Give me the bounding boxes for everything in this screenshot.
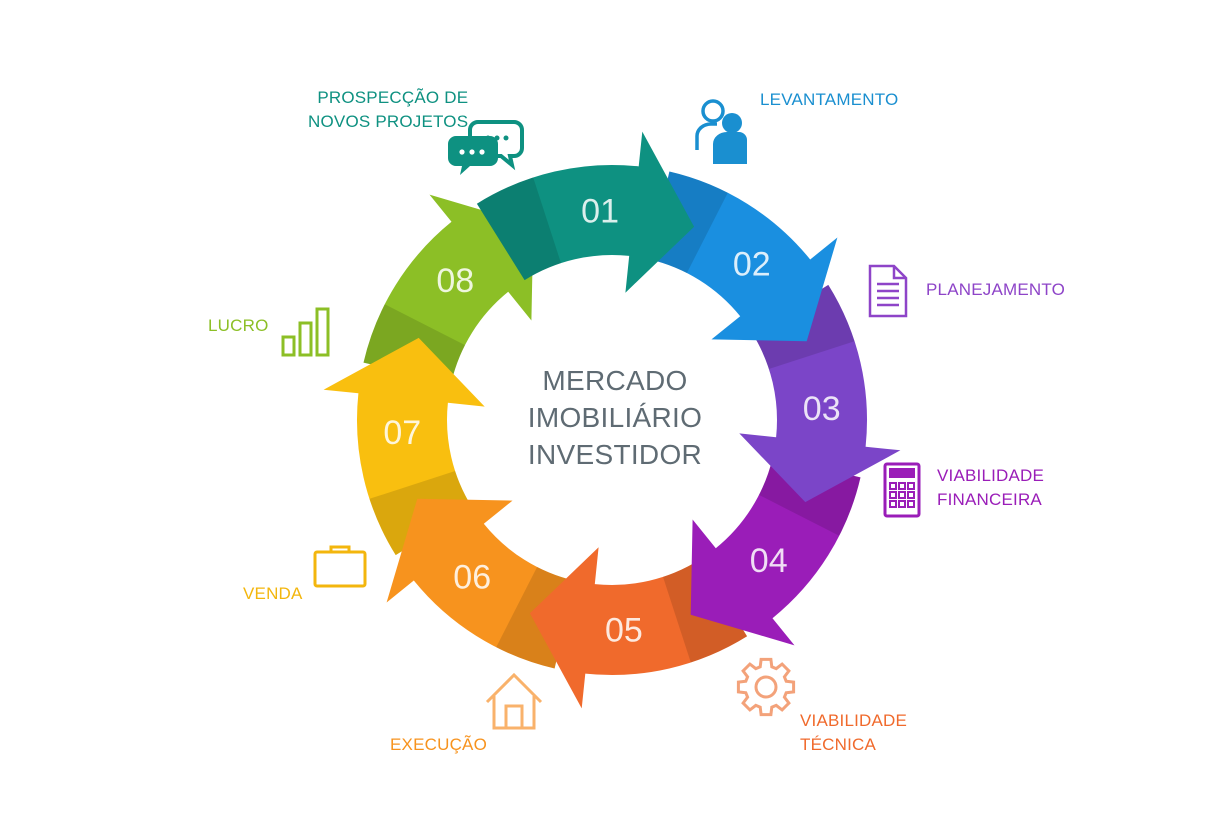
- cycle-arrow-08: [363, 194, 534, 383]
- calculator-icon: [883, 462, 921, 518]
- step-number-07: 07: [383, 414, 421, 452]
- document-icon: [868, 264, 908, 318]
- step-label-06: EXECUÇÃO: [390, 735, 488, 754]
- cycle-arrow-02: [649, 171, 838, 342]
- gear-icon: [736, 657, 796, 717]
- center-title: MERCADO IMOBILIÁRIO INVESTIDOR: [500, 362, 730, 473]
- step-label-08: LUCRO: [208, 316, 269, 335]
- step-label-04: VIABILIDADE FINANCEIRA: [937, 466, 1045, 509]
- step-label-01: PROSPECÇÃO DE NOVOS PROJETOS: [308, 88, 469, 131]
- house-icon: [485, 672, 543, 730]
- step-label-05: VIABILIDADE TÉCNICA: [800, 711, 908, 754]
- step-number-05: 05: [605, 612, 643, 650]
- briefcase-icon: [313, 545, 367, 588]
- step-number-06: 06: [453, 559, 491, 597]
- step-label-03: PLANEJAMENTO: [926, 280, 1066, 299]
- step-numbers: 01 02 03 04 05 06 07 08: [383, 192, 840, 649]
- step-number-04: 04: [750, 542, 788, 580]
- step-number-02: 02: [733, 245, 771, 283]
- gear-outline: [736, 657, 796, 717]
- center-title-line1: MERCADO: [542, 365, 688, 396]
- step-number-01: 01: [581, 192, 619, 230]
- center-title-line2: IMOBILIÁRIO: [527, 402, 703, 433]
- people-icon: [695, 99, 747, 164]
- step-label-02: LEVANTAMENTO: [760, 90, 899, 109]
- cycle-arrow-01: [476, 131, 695, 293]
- center-title-line3: INVESTIDOR: [527, 439, 703, 470]
- cycle-arrows: [323, 131, 901, 709]
- cycle-arrow-04: [690, 457, 861, 646]
- cycle-arrow-shadow-01: [476, 177, 561, 281]
- step-label-07: VENDA: [243, 584, 303, 603]
- chat-bubbles-icon: [448, 120, 524, 175]
- cycle-arrow-06: [386, 498, 575, 669]
- bar-chart-icon: [281, 307, 330, 357]
- step-number-03: 03: [803, 390, 841, 428]
- step-number-08: 08: [436, 262, 474, 300]
